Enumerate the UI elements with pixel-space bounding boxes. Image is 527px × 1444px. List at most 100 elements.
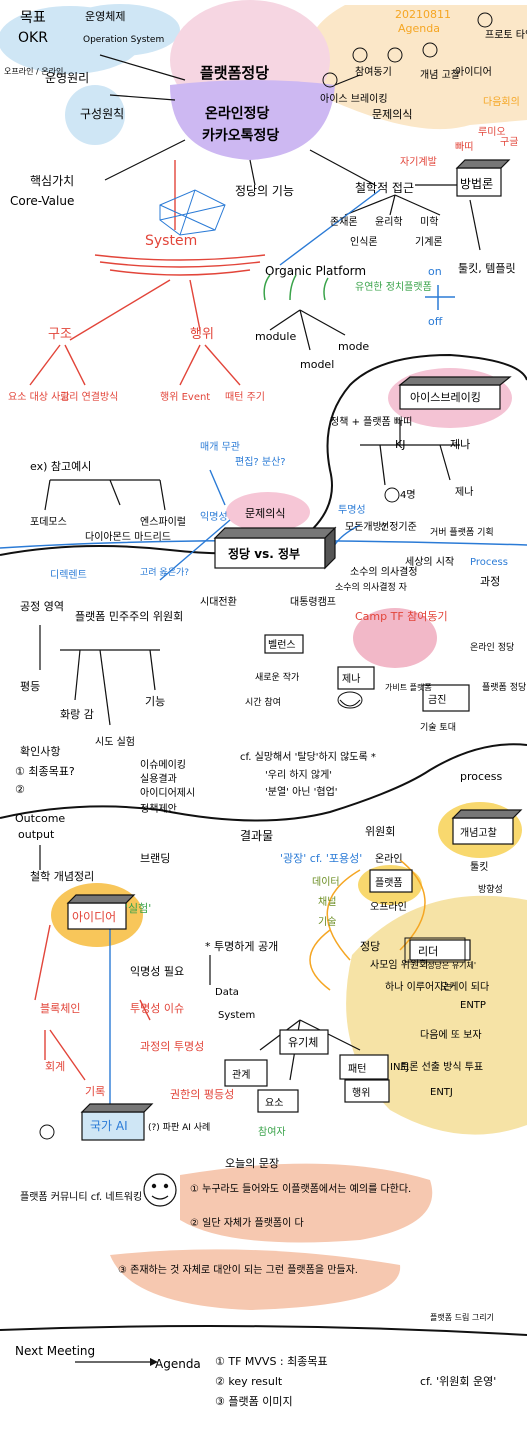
operation-blob	[60, 4, 180, 56]
leader-box	[404, 937, 466, 963]
agenda-item-2: 개념 고찰	[420, 69, 460, 81]
icebreak-note-2: 제나	[455, 486, 473, 498]
methodology-label: 방법론	[460, 177, 493, 191]
party-sub-1: 시대전환	[200, 596, 237, 608]
agenda-blob	[308, 5, 527, 130]
icebreak-note-3: 선정기준	[380, 521, 417, 533]
quote-blob	[180, 1163, 433, 1243]
party-note-6: 기술 토대	[420, 722, 456, 733]
example-arrow-4: 문제의식	[245, 507, 285, 520]
review-answer-3: 아이디어제시	[140, 787, 195, 799]
icebreak-person-3: 제나	[450, 438, 470, 451]
system-behavior: 행위	[190, 326, 214, 342]
system2-party: 정당	[360, 940, 380, 953]
idea-ai-note: (?) 파판 AI 사례	[148, 1122, 210, 1133]
branding-label: 브랜딩	[140, 852, 170, 865]
network-icon	[159, 189, 226, 236]
principle-1: 평등	[20, 680, 40, 693]
idea-item-6: 과정의 투명성	[140, 1040, 204, 1053]
core-value-kr-label: 핵심가치	[30, 174, 74, 188]
system-element-4: 때턴 주기	[225, 391, 265, 403]
example-arrow-6: 고려 옳은가?	[140, 567, 189, 578]
icebreak-note-5: 세상의 시작	[405, 556, 454, 568]
party-note-4: 플랫폼 정당 실험	[482, 682, 527, 693]
pot-icon	[337, 691, 363, 709]
yellow-loop	[309, 859, 426, 991]
offline-online-label: 오프라인 / 온라인	[4, 66, 63, 76]
party-note-1: 새로운 작가	[255, 672, 299, 683]
organism-label: 유기체	[288, 1036, 318, 1049]
divider-line-2	[0, 743, 527, 822]
philosophy-title: 철학적 접근	[355, 181, 414, 195]
structure-blob	[65, 85, 125, 145]
review-q2: ②	[15, 783, 25, 796]
example-arrow-7: 디렉렌트	[50, 569, 87, 581]
leader-title: 리더	[418, 945, 438, 958]
phil-item-5: 기계론	[415, 236, 443, 248]
phil-item-3: 인식론	[350, 236, 378, 248]
agenda-item-1: 참여동기	[355, 66, 392, 78]
number-circles	[39, 12, 493, 1140]
operation-en-label: Operation System	[83, 35, 164, 45]
concept-box-label: 개념고찰	[460, 827, 497, 839]
party-person-2: 제나	[342, 673, 360, 685]
review-cf3: '분열' 아닌 '협업'	[265, 785, 338, 798]
icebreak-note-9: Process	[470, 557, 508, 568]
phil-item-1: 존재론	[330, 216, 358, 228]
examples-title: ex) 참고예시	[30, 460, 91, 473]
icebreak-note-6: 모든개방?	[345, 521, 387, 533]
review-cf2: '우리 하지 않게'	[265, 768, 332, 781]
node-3: 패턴	[348, 1063, 366, 1075]
badge-1: 자기계발	[400, 156, 437, 168]
review-answer-4: 정책제안	[140, 803, 177, 815]
review-answer-2: 실용결과	[140, 773, 177, 785]
quote-blob-2	[110, 1249, 401, 1310]
participant-label: 참여자	[258, 1126, 286, 1138]
output-label: output	[18, 828, 55, 841]
organic-module: module	[255, 330, 296, 343]
blue-lines	[109, 189, 381, 1110]
principle-3: 기능	[145, 695, 165, 708]
next-item-3: ③ 플랫폼 이미지	[215, 1395, 293, 1408]
system2-label: System	[218, 1010, 255, 1021]
quote-title: 오늘의 문장	[225, 1157, 279, 1170]
example-3: 엔스파이럴	[140, 515, 186, 528]
system-element-2: 고리 연결방식	[60, 391, 118, 403]
leader-type-6: ENTJ	[430, 1087, 453, 1098]
idea-item-2: 투명성 이슈	[130, 1002, 184, 1015]
leader-type-3: ENTP	[460, 1000, 486, 1011]
data-label: Data	[215, 987, 239, 998]
node-1: 관계	[232, 1069, 250, 1081]
smiley-icon	[143, 1173, 177, 1207]
icebreak-person-1: 정책 + 플랫폼 빠띠	[330, 416, 412, 428]
result-label: 결과물	[240, 829, 273, 843]
agenda-item-4: 아이디어	[455, 66, 492, 78]
platform-party-title: 플랫폼정당	[200, 64, 269, 82]
sprout-icon	[263, 274, 329, 301]
camp-blob	[353, 608, 437, 668]
data-label-2: 채널	[318, 896, 336, 908]
icebreak-person-2: KJ	[395, 438, 405, 451]
party-person-1: 벨런스	[268, 639, 296, 651]
review-cf: cf. 실망해서 '탈당'하지 않도록 *	[240, 750, 376, 763]
example-arrow-3: 익명성	[200, 511, 228, 523]
review-title: 확인사항	[20, 745, 60, 758]
party-vs-gov-label: 정당 vs. 정부	[228, 546, 300, 561]
tools-label: 툴킷, 템플릿	[458, 262, 516, 275]
idea-experiment: '실험'	[125, 902, 151, 915]
agenda-title: Agenda	[398, 22, 440, 35]
idea-item-4: 회계	[45, 1060, 65, 1073]
party-note-3: 온라인 정당	[470, 642, 514, 653]
kakao-party-title: 카카오톡정당	[202, 127, 279, 144]
operation-kr-label: 운영체제	[85, 10, 125, 23]
outcome-label: Outcome	[15, 812, 65, 825]
transparency-label: * 투명하게 공개	[205, 939, 278, 953]
next-item-2: ② key result	[215, 1375, 283, 1388]
node-4: 행위	[352, 1086, 370, 1099]
connector-lines	[39, 54, 481, 1081]
principle-4: 시도 실험	[95, 736, 135, 748]
leader-type-4: 다음에 또 보자	[420, 1029, 482, 1041]
idea-title: 아이디어	[72, 910, 116, 924]
system-title: System	[145, 233, 197, 249]
outcome-committee: 위원회	[365, 825, 395, 838]
